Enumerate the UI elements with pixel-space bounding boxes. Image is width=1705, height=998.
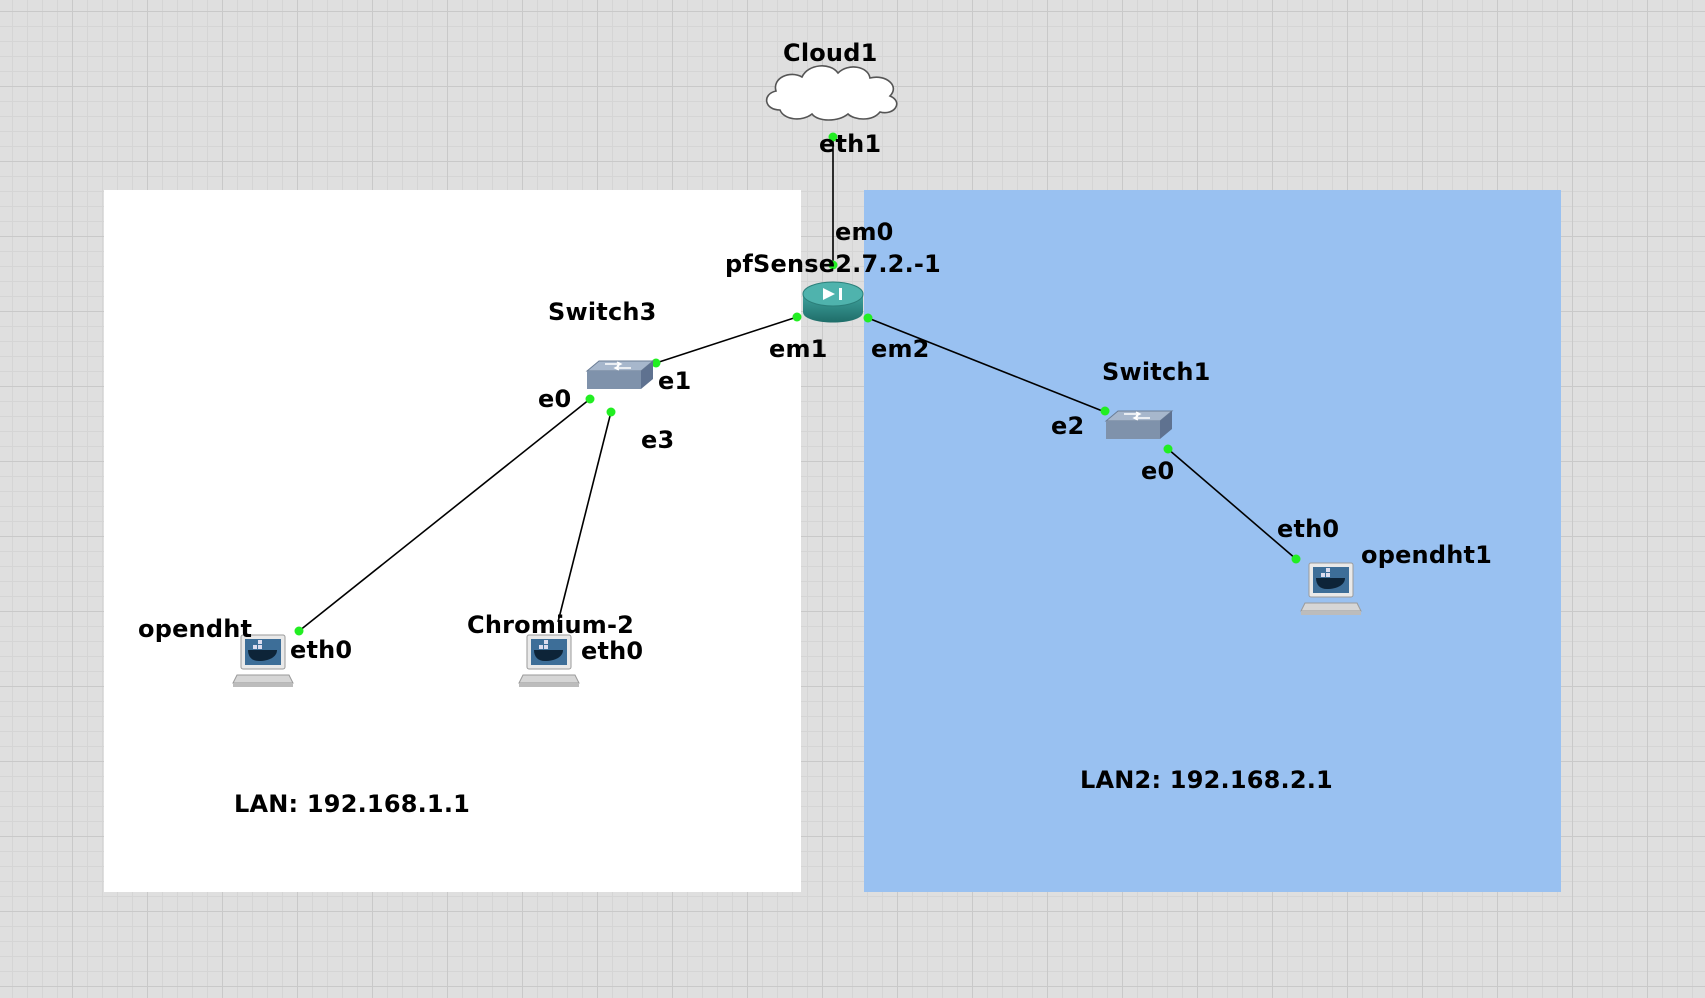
port-label-switch3-e3: e3 — [641, 426, 675, 454]
router-node[interactable] — [801, 280, 865, 326]
opendht1-label[interactable]: opendht1 — [1361, 541, 1493, 569]
port-label-opendht-eth0: eth0 — [290, 636, 353, 664]
router-label[interactable]: pfSense2.7.2.-1 — [725, 250, 941, 278]
port-dot-router-em1 — [792, 312, 802, 322]
cloud-label[interactable]: Cloud1 — [783, 39, 878, 67]
port-label-opendht1-eth0: eth0 — [1277, 515, 1340, 543]
port-dot-router-em2 — [863, 313, 873, 323]
port-label-router-em0: em0 — [835, 218, 894, 246]
opendht-label[interactable]: opendht — [138, 615, 253, 643]
port-dot-opendht1-eth0 — [1291, 554, 1301, 564]
link-router-switch3[interactable] — [655, 316, 798, 364]
switch3-label[interactable]: Switch3 — [548, 298, 657, 326]
port-label-cloud-eth1: eth1 — [819, 130, 882, 158]
switch1-label[interactable]: Switch1 — [1102, 358, 1211, 386]
port-dot-cloud-eth1 — [828, 132, 838, 142]
port-dot-switch1-e2 — [1100, 406, 1110, 416]
lan2-zone[interactable] — [864, 190, 1561, 892]
docker-host-icon — [232, 634, 294, 687]
port-label-router-em1: em1 — [769, 335, 828, 363]
port-label-chromium-eth0: eth0 — [581, 637, 644, 665]
switch-icon — [1104, 410, 1174, 439]
docker-host-icon — [1300, 562, 1362, 615]
opendht1-node[interactable] — [1299, 561, 1363, 619]
switch3-node[interactable] — [585, 359, 655, 391]
link-switch1-opendht1[interactable] — [1167, 448, 1297, 560]
port-label-switch3-e0: e0 — [538, 385, 572, 413]
lan2-zone-label[interactable]: LAN2: 192.168.2.1 — [1080, 766, 1333, 794]
docker-host-icon — [518, 634, 580, 687]
port-dot-switch3-e0 — [585, 394, 595, 404]
router-icon — [802, 281, 864, 323]
switch1-node[interactable] — [1104, 409, 1174, 441]
cloud-icon — [765, 65, 898, 121]
chromium-node[interactable] — [517, 633, 581, 691]
link-router-switch1[interactable] — [867, 317, 1106, 413]
port-label-switch1-e0: e0 — [1141, 457, 1175, 485]
opendht-node[interactable] — [231, 633, 295, 691]
port-dot-switch3-e3 — [606, 407, 616, 417]
port-dot-opendht-eth0 — [294, 626, 304, 636]
port-label-router-em2: em2 — [871, 335, 930, 363]
chromium-label[interactable]: Chromium-2 — [467, 611, 635, 639]
lan-zone-label[interactable]: LAN: 192.168.1.1 — [234, 790, 471, 818]
link-switch3-opendht[interactable] — [298, 398, 591, 632]
port-dot-router-em0 — [828, 260, 838, 270]
lan-zone[interactable] — [104, 190, 801, 892]
link-switch3-chromium[interactable] — [557, 411, 612, 623]
switch-icon — [585, 360, 655, 389]
port-label-switch1-e2: e2 — [1051, 412, 1085, 440]
port-dot-switch1-e0 — [1163, 444, 1173, 454]
port-label-switch3-e1: e1 — [658, 367, 692, 395]
cloud-node[interactable] — [758, 60, 906, 122]
